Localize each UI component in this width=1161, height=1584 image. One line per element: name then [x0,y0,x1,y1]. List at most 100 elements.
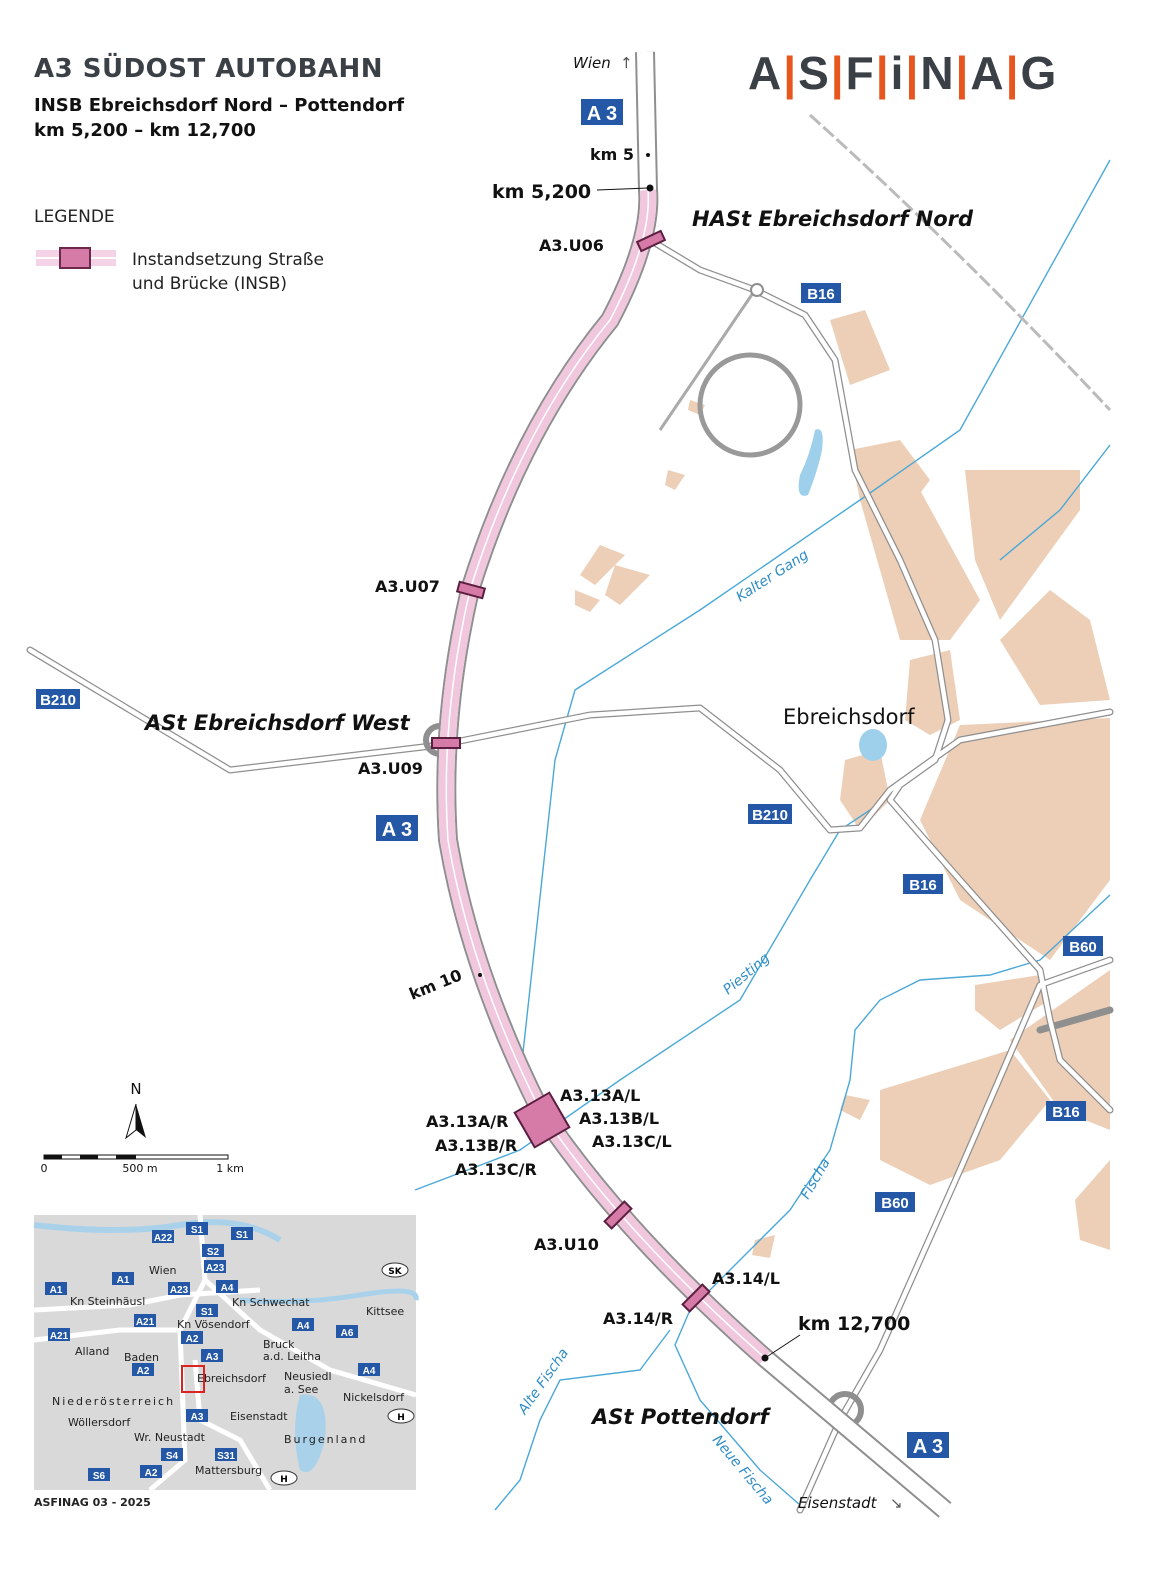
inset-place-label: Eisenstadt [230,1410,288,1423]
rivers [414,159,1111,1511]
bridge-label: A3.13A/L [560,1086,640,1105]
bridge-markers [431,229,711,1313]
svg-text:0: 0 [41,1162,48,1175]
inset-road-shield: A3 [201,1349,223,1363]
inset-place-label: Kn Steinhäusl [70,1295,145,1308]
inset-place-label: Nickelsdorf [343,1391,405,1404]
river-label: Piesting [720,950,773,998]
bridge-label: A3.U07 [375,577,440,596]
b60-shield: B60 [1063,936,1103,956]
svg-text:S2: S2 [207,1247,220,1258]
svg-text:A1: A1 [50,1285,63,1296]
inset-place-label: Mattersburg [195,1464,262,1477]
town-areas [575,310,1110,1258]
bridge-label: A3.13A/R [426,1112,508,1131]
river-label: Alte Fischa [515,1346,573,1419]
river-label: Kalter Gang [733,547,811,605]
inset-road-shield: A4 [216,1280,238,1294]
svg-text:A4: A4 [297,1321,310,1332]
km-range: km 5,200 – km 12,700 [34,120,256,141]
arrow-down-right-icon: ↘ [890,1494,903,1512]
map-title: A3 SÜDOST AUTOBAHN [34,54,384,84]
footer-credit: ASFINAG 03 - 2025 [34,1496,151,1509]
junction-ebreichsdorf-west: ASt Ebreichsdorf West [143,711,411,735]
svg-text:1 km: 1 km [216,1162,244,1175]
border-crossing-badge: H [397,1413,405,1423]
svg-text:A4: A4 [363,1366,376,1377]
inset-road-shield: S4 [161,1448,183,1462]
svg-text:A21: A21 [136,1317,155,1328]
lake [798,429,823,496]
svg-text:S4: S4 [166,1451,179,1462]
svg-text:S1: S1 [191,1225,204,1236]
a3-shield: A 3 [376,815,418,841]
inset-road-shield: S1 [196,1304,218,1318]
bridge-label: A3.14/L [712,1269,780,1288]
bridge-a3-14 [681,1283,711,1313]
inset-place-label: Wöllersdorf [68,1416,131,1429]
inset-road-shield: S2 [202,1244,224,1258]
inset-place-label: Kn Vösendorf [177,1318,251,1331]
scale-bar: 0 500 m 1 km [41,1154,244,1175]
inset-place-label: a. See [284,1383,318,1396]
bridge-label: A3.14/R [603,1309,673,1328]
svg-text:S1: S1 [201,1307,214,1318]
svg-text:S6: S6 [93,1471,106,1482]
svg-text:A 3: A 3 [382,819,412,841]
inset-place-label: Kittsee [366,1305,404,1318]
inset-road-shield: A2 [181,1331,203,1345]
inset-road-shield: A22 [152,1230,174,1244]
junction-ebreichsdorf-nord: HASt Ebreichsdorf Nord [692,207,974,231]
inset-road-shield: A21 [134,1314,156,1328]
b60-shield: B60 [875,1192,915,1212]
bridge-a3-u06 [635,229,667,253]
inset-place-label: Neusiedl [284,1370,332,1383]
a3-motorway [436,51,952,1518]
inset-location-box [181,1365,205,1393]
svg-text:A22: A22 [154,1233,173,1244]
north-arrow: N [125,1080,146,1140]
svg-text:B210: B210 [40,692,76,709]
junction-pottendorf: ASt Pottendorf [590,1405,772,1429]
inset-place-label: a.d. Leitha [263,1350,321,1363]
inset-road-shield: S31 [215,1448,237,1462]
inset-road-shield: A1 [112,1272,134,1286]
inset-road-shield: A4 [358,1363,380,1377]
bridge-label: A3.U10 [534,1235,599,1254]
direction-eisenstadt: Eisenstadt [798,1494,878,1512]
b16-shield: B16 [801,283,841,303]
asfinag-logo: A|S|F|i|N|A|G [748,47,1059,99]
svg-text:A3: A3 [206,1352,219,1363]
svg-text:S31: S31 [217,1451,235,1462]
direction-wien: Wien [573,54,611,72]
svg-text:A1: A1 [117,1275,130,1286]
lake [859,729,887,761]
a3-shield: A 3 [581,99,623,125]
svg-text:A21: A21 [50,1331,69,1342]
legend-line-2: und Brücke (INSB) [132,274,288,294]
inset-place-label: Alland [75,1345,109,1358]
legend-line-1: Instandsetzung Straße [132,250,324,270]
inset-road-shield: A2 [140,1465,162,1479]
inset-road-shield: A3 [186,1409,208,1423]
railway [808,113,1112,412]
bridge-label: A3.13B/L [579,1109,659,1128]
b210-shield: B210 [748,804,792,824]
bridge-a3-u07 [455,580,487,600]
border-crossing-badge: H [280,1475,288,1485]
inset-road-shield: A1 [45,1282,67,1296]
inset-place-label: Burgenland [284,1433,367,1446]
inset-road-shield: A23 [168,1282,190,1296]
svg-text:A3: A3 [191,1412,204,1423]
inset-road-shield: A21 [48,1328,70,1342]
svg-text:B60: B60 [881,1195,909,1212]
svg-text:A2: A2 [137,1366,150,1377]
bridge-a3-u09 [431,737,461,749]
b16-shield: B16 [903,874,943,894]
inset-road-shield: A2 [132,1363,154,1377]
km-5-label: km 5 [590,145,634,164]
svg-text:B16: B16 [1052,1104,1080,1121]
legend-swatch [36,247,116,269]
